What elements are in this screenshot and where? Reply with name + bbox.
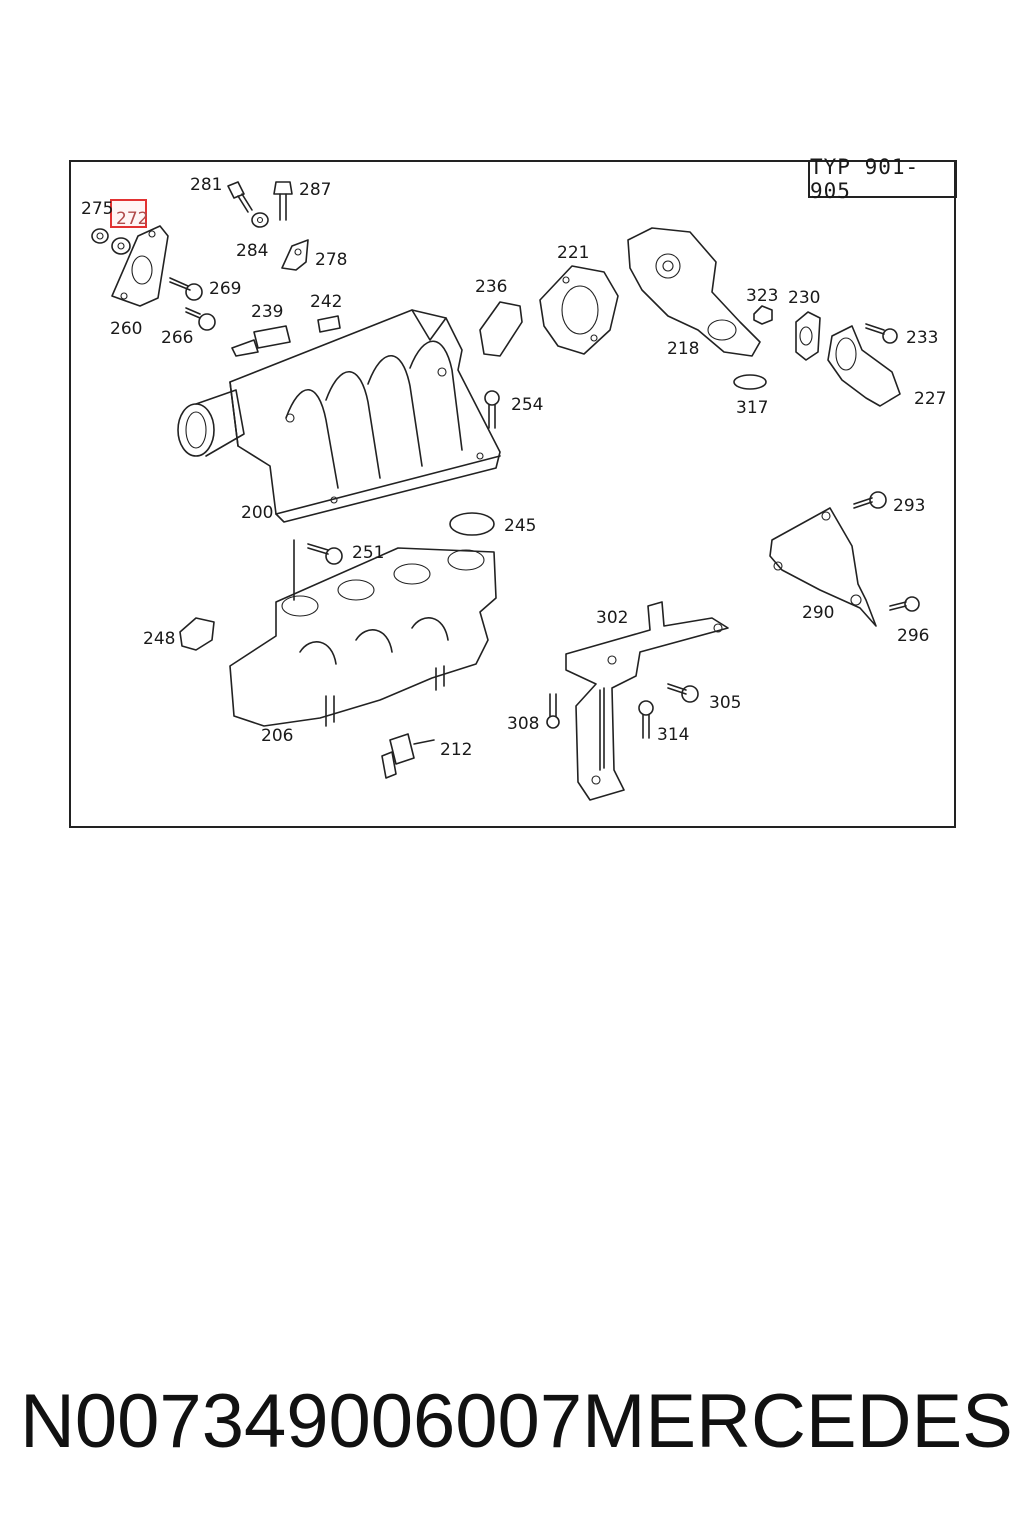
- label-239: 239: [251, 302, 283, 322]
- label-302: 302: [596, 608, 628, 628]
- washer-272[interactable]: [111, 237, 131, 255]
- label-278: 278: [315, 250, 347, 270]
- bolt-251[interactable]: [307, 543, 343, 565]
- valve-212[interactable]: [381, 733, 435, 779]
- throttle-housing-221[interactable]: [539, 265, 619, 355]
- label-272[interactable]: 272: [116, 209, 148, 229]
- washer-284[interactable]: [251, 212, 269, 228]
- label-260: 260: [110, 319, 142, 339]
- label-266: 266: [161, 328, 193, 348]
- parts-diagram: 275 272 281 287 284 278 260 269 266 239 …: [81, 175, 946, 801]
- label-269: 269: [209, 279, 241, 299]
- gasket-236[interactable]: [479, 301, 523, 357]
- bolt-254[interactable]: [484, 390, 500, 429]
- bolt-305[interactable]: [667, 683, 699, 703]
- bracket-290[interactable]: [769, 507, 877, 627]
- label-314: 314: [657, 725, 689, 745]
- gasket-plate-260[interactable]: [111, 225, 169, 307]
- label-212: 212: [440, 740, 472, 760]
- label-245: 245: [504, 516, 536, 536]
- egr-valve-218[interactable]: [627, 227, 761, 357]
- label-200: 200: [241, 503, 273, 523]
- highlight-box-272: [110, 199, 147, 228]
- label-251: 251: [352, 543, 384, 563]
- brand-name: MERCEDES: [582, 1379, 1013, 1464]
- bolt-287[interactable]: [273, 181, 293, 221]
- label-233: 233: [906, 328, 938, 348]
- label-206: 206: [261, 726, 293, 746]
- label-305: 305: [709, 693, 741, 713]
- bolt-314[interactable]: [638, 700, 654, 739]
- sensor-239[interactable]: [231, 325, 291, 357]
- bracket-278[interactable]: [281, 239, 309, 271]
- footer: N007349006007 MERCEDES: [20, 1378, 1013, 1465]
- bolt-281[interactable]: [227, 181, 253, 213]
- diagram-frame: [69, 160, 956, 828]
- bolt-233[interactable]: [865, 323, 898, 344]
- nut-323[interactable]: [753, 305, 773, 325]
- bolt-293[interactable]: [853, 491, 887, 509]
- label-227: 227: [914, 389, 946, 409]
- label-284: 284: [236, 241, 268, 261]
- bolt-266[interactable]: [185, 307, 216, 331]
- label-221: 221: [557, 243, 589, 263]
- label-323: 323: [746, 286, 778, 306]
- label-275: 275: [81, 199, 113, 219]
- label-230: 230: [788, 288, 820, 308]
- gasket-245[interactable]: [449, 512, 495, 536]
- label-308: 308: [507, 714, 539, 734]
- intake-manifold-200[interactable]: [177, 309, 501, 523]
- pin-242[interactable]: [317, 315, 341, 333]
- bolt-296[interactable]: [889, 596, 920, 612]
- label-290: 290: [802, 603, 834, 623]
- label-218: 218: [667, 339, 699, 359]
- lower-manifold-206[interactable]: [229, 539, 497, 727]
- bolt-308[interactable]: [546, 693, 560, 729]
- label-317: 317: [736, 398, 768, 418]
- label-254: 254: [511, 395, 543, 415]
- pipe-227[interactable]: [827, 325, 901, 407]
- label-296: 296: [897, 626, 929, 646]
- part-number: N007349006007: [20, 1379, 583, 1464]
- gasket-248[interactable]: [179, 617, 215, 651]
- label-281: 281: [190, 175, 222, 195]
- nut-275[interactable]: [91, 228, 109, 244]
- bolt-269[interactable]: [169, 277, 203, 301]
- label-242: 242: [310, 292, 342, 312]
- gasket-317[interactable]: [733, 374, 767, 390]
- gasket-230[interactable]: [795, 311, 821, 361]
- label-287: 287: [299, 180, 331, 200]
- support-bracket-302[interactable]: [565, 601, 729, 801]
- label-236: 236: [475, 277, 507, 297]
- label-248: 248: [143, 629, 175, 649]
- label-293: 293: [893, 496, 925, 516]
